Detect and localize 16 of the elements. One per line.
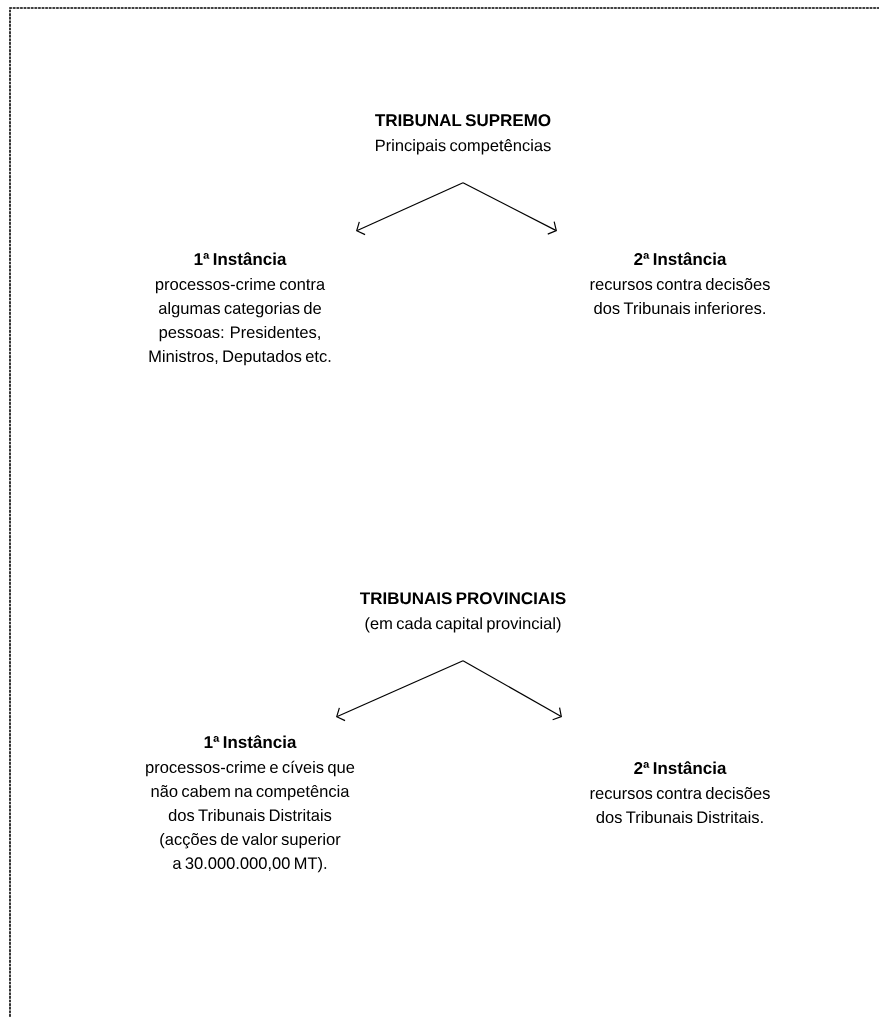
description: Principais competências	[376, 139, 551, 155]
description: processos-crime contra algumas categorias de pessoas: Presidentes, Ministros, Deputados etc.	[149, 277, 331, 366]
description: recursos contra decisões dos Tribunais inferiores.	[590, 277, 770, 315]
heading: TRIBUNAL SUPREMO	[375, 114, 551, 127]
heading: 1ª Instância	[194, 252, 287, 266]
description: (em cada capital provincial)	[365, 617, 561, 633]
arrow	[462, 182, 557, 235]
heading: 2ª Instância	[634, 761, 727, 775]
heading: 1ª Instância	[204, 735, 297, 749]
arrow	[336, 660, 464, 722]
arrow	[462, 660, 562, 721]
arrow	[356, 182, 464, 236]
heading: 2ª Instância	[634, 252, 727, 266]
heading: TRIBUNAIS PROVINCIAIS	[360, 592, 566, 605]
description: processos-crime e cíveis que não cabem na competência dos Tribunais Distritais (acções de valor superior a 30.000.000,00 MT).	[146, 760, 355, 873]
description: recursos contra decisões dos Tribunais Distritais.	[590, 786, 770, 824]
